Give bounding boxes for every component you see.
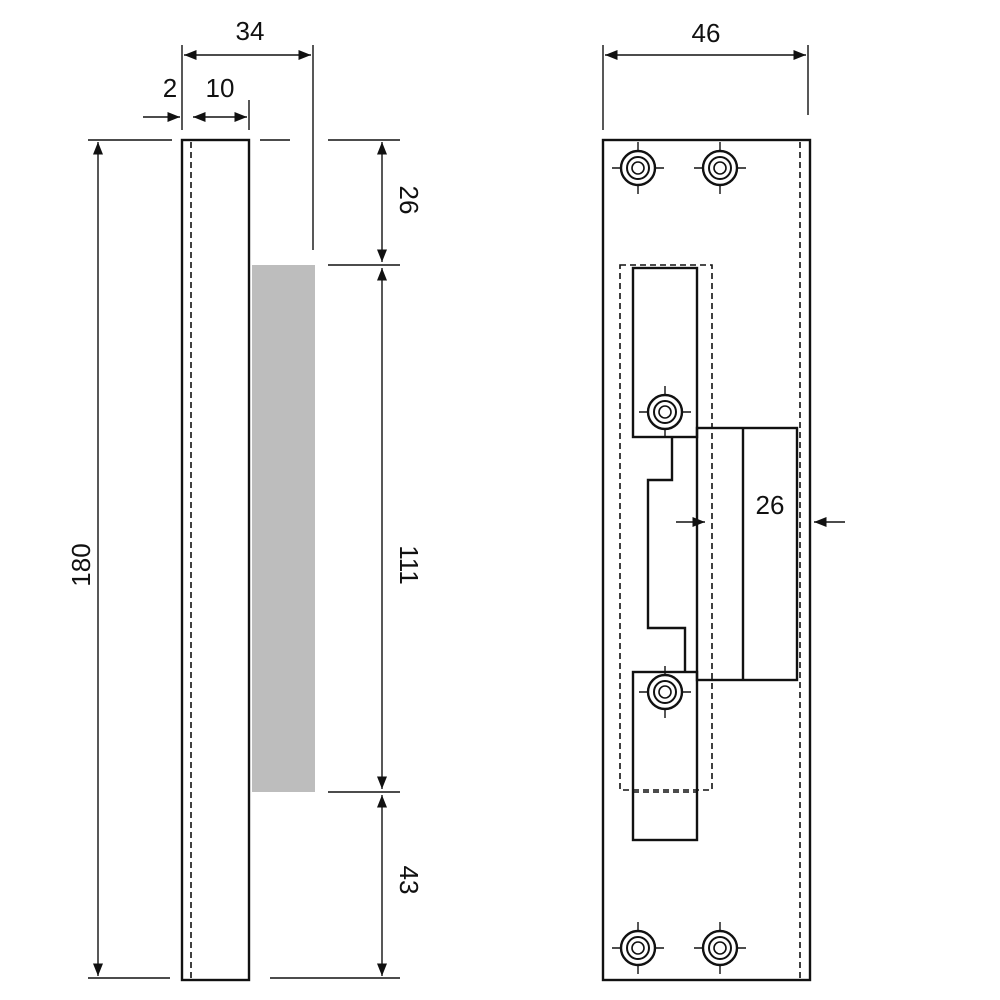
dim-10: 10 [206, 73, 235, 103]
dim-180: 180 [66, 543, 96, 586]
faceplate-outline [180, 138, 251, 982]
latch-keeper [646, 437, 687, 672]
screws [612, 142, 746, 974]
dim-26-top: 26 [394, 186, 424, 215]
front-view: 46 26 [601, 18, 845, 982]
faceplate-front-outline [601, 138, 812, 982]
dim-2: 2 [163, 73, 177, 103]
screw-hole-icon [639, 666, 691, 718]
screw-hole-icon [694, 142, 746, 194]
screw-hole-icon [612, 922, 664, 974]
dim-26-latch: 26 [756, 490, 785, 520]
dim-34: 34 [236, 16, 265, 46]
screw-hole-icon [612, 142, 664, 194]
strike-body [252, 265, 315, 792]
side-view: 34 2 10 180 26 111 43 [66, 16, 424, 982]
dim-46: 46 [692, 18, 721, 48]
latch-housing [695, 426, 799, 682]
dim-111: 111 [394, 545, 424, 585]
screw-hole-icon [694, 922, 746, 974]
screw-hole-icon [639, 386, 691, 438]
dim-43: 43 [394, 866, 424, 895]
